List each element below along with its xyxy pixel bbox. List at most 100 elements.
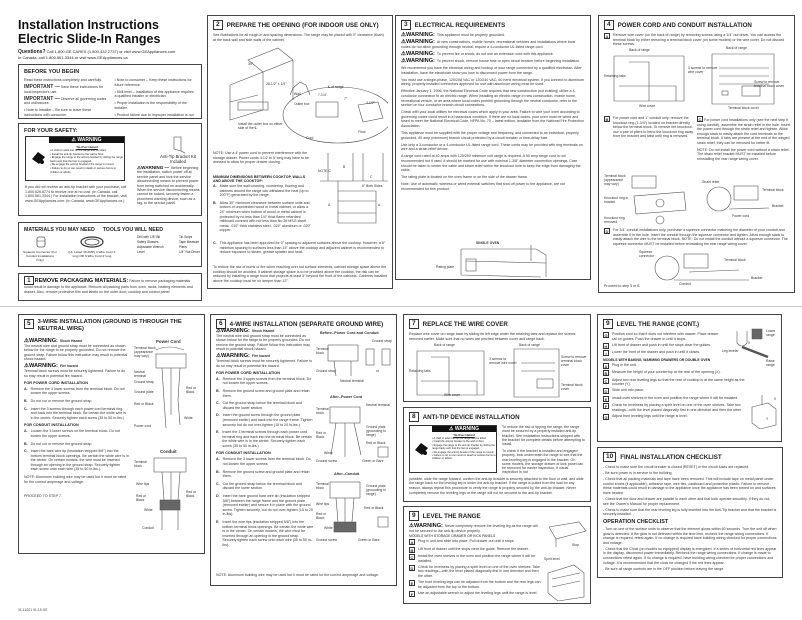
figure-label: Knockout ring in bracket <box>604 196 629 204</box>
level-step-letter: I <box>603 350 609 357</box>
figure-label: Red or Black <box>366 441 386 445</box>
figure-label: Red or Black <box>136 494 147 502</box>
install-step-letter: D. <box>216 413 220 418</box>
min-dimension-item-letter: A. <box>213 184 217 188</box>
electrical-warnings: ⚠WARNING:This appliance must be properly… <box>401 32 585 64</box>
step-6-title: 4-WIRE INSTALLATION (SEPARATE GROUND WIR… <box>229 320 384 328</box>
squeeze-connector-icon <box>36 236 46 248</box>
install-step-text: Insert the bare wire tip (insulation str… <box>30 449 129 472</box>
step-8-number: 8 <box>409 412 419 422</box>
step-4-number: 4 <box>604 20 614 30</box>
step-7-text: Replace wire cover on range back by slid… <box>409 332 576 341</box>
step-1-box: 1 REMOVE PACKAGING MATERIALS: Failure to… <box>18 273 202 301</box>
figure-label: Green or Bare <box>358 538 380 542</box>
warning-banner: ⚠ WARNING <box>49 137 124 143</box>
install-step-letter: A. <box>24 429 28 434</box>
min-dimension-item-text: Make sure the wall covering, countertop,… <box>219 184 309 198</box>
level-step-letter: D <box>603 388 609 395</box>
install-step-text: Remove the ground screw and ground plate… <box>222 388 310 398</box>
level-models-heading: MODELS WITH STORAGE DRAWER OR KICK PANEL… <box>409 534 496 539</box>
checklist-item: - Check that all packing materials and t… <box>603 477 776 495</box>
safety-box: FOR YOUR SAFETY: ⚠ WARNING Tip-Over Haza… <box>18 123 202 216</box>
figure-label: White <box>184 416 193 420</box>
figure-label: B <box>343 165 346 169</box>
figure-label: Conduit <box>142 526 154 530</box>
tip-over-icon <box>32 152 45 164</box>
tool-item: Drill with 1/8" Bit <box>137 235 161 239</box>
electrical-paragraph: Effective January 1, 1996, the National … <box>401 89 578 108</box>
figure-label: 7-1/4" <box>318 93 327 97</box>
before-title: BEFORE YOU BEGIN <box>24 69 80 75</box>
min-dimension-item-text: This appliance has been approved for 0" … <box>219 241 386 255</box>
figure-label: Back of range <box>726 46 747 50</box>
figure-label: Ground strap <box>372 339 392 343</box>
level-step-letter: C <box>409 554 415 561</box>
figure-label: Ground screw <box>316 459 338 463</box>
warning-text: The neutral wire and ground strap must b… <box>24 343 128 362</box>
electrical-paragraph: Use only a 3-conductor or a 4-conductor … <box>401 142 583 152</box>
tip-line: • Engage the range to the anti-tip brack… <box>50 156 123 163</box>
step-2-title: PREPARE THE OPENING (FOR INDOOR USE ONLY… <box>226 21 379 29</box>
level-step-text: The front leveling legs can be adjusted … <box>418 580 541 589</box>
figure-label: 3 screws to remove wire cover <box>688 66 718 74</box>
anti-tip-text-2: To check if the bracket is installed and… <box>502 448 584 475</box>
tip-line: • Re-engage the anti-tip bracket if the … <box>50 163 115 167</box>
figure-label: White <box>324 526 333 530</box>
warning-label: ⚠WARNING: <box>401 39 435 46</box>
tip-over-warning: ⚠ WARNING Tip-Over Hazard • A child or a… <box>25 136 125 181</box>
install-step-text: Remove the 3 upper screws from the termi… <box>222 376 312 386</box>
anti-tip-warning-banner: ⚠ WARNING <box>432 426 496 432</box>
figure-label: C <box>370 175 373 179</box>
level-step-letter: G <box>603 414 609 421</box>
install-step-text: Remove the 3 lower screws from the termi… <box>30 386 125 396</box>
level-step-letter: A <box>603 362 609 369</box>
install-step-text: Cut the ground strap below the terminal … <box>222 401 302 410</box>
tip-lines: • A child or adult can tip the range and… <box>50 149 124 174</box>
tip-line: • A child or adult can tip the range and… <box>50 149 107 152</box>
install-step: C.Cut the ground strap below the termina… <box>216 401 314 410</box>
before-intro: Read these instructions completely and c… <box>24 78 102 82</box>
figure-label: Wall <box>294 92 301 96</box>
level-step-letter: G <box>603 332 609 338</box>
figure-label: Green or Bare <box>362 459 384 463</box>
tip-line: • Engage the range to the anti-tip brack… <box>432 443 496 451</box>
warning-text: To prevent fire or shock, do not use an … <box>436 51 554 56</box>
figure-label: Y <box>766 417 769 421</box>
warning-label: ⚠WARNING: <box>401 57 435 64</box>
figure-label: Retaining tabs <box>604 74 626 78</box>
figure-label: Bracket <box>751 276 763 280</box>
install-step-text: Cut the ground strap below the terminal … <box>222 481 302 491</box>
conduit-install-heading: FOR CONDUIT INSTALLATION <box>24 423 79 428</box>
tool-item: 1/4" Nut Driver <box>179 250 200 254</box>
figure-label: Terminal block <box>762 188 784 192</box>
questions-us: Call 1.800.GE.CARES (1.800.432.2737) or … <box>46 49 176 54</box>
anti-tip-warning: ⚠ WARNING Tip-Over Hazard • A child or a… <box>409 425 497 473</box>
step-1-text: Failure to remove packaging materials co… <box>24 279 193 294</box>
anti-tip-bracket-label: Anti-Tip Bracket Kit Included <box>160 154 196 164</box>
step-4b-letter: B <box>604 116 610 122</box>
warning2-text: Before beginning the installation, switc… <box>137 166 200 206</box>
install-step-letter: A. <box>216 457 220 462</box>
spirit-level-label: Spirit level <box>544 557 560 561</box>
figure-label: Terminal block <box>316 482 329 490</box>
warning-label: ⚠WARNING: <box>401 32 435 38</box>
warning2-label: ⚠WARNING — <box>137 165 170 170</box>
before-right-list: • Note to consumer – Keep these instruct… <box>114 78 196 118</box>
install-step: A.Remove the 3 upper screws from the ter… <box>216 377 314 386</box>
level-step-text: Check for levelness by placing a spirit … <box>418 564 540 579</box>
install-step: B.Do not cut or remove the ground strap. <box>24 399 129 404</box>
figure-label: Red or Black <box>316 512 327 520</box>
level-step-text: Adjust two rear leveling legs so that th… <box>612 377 745 387</box>
